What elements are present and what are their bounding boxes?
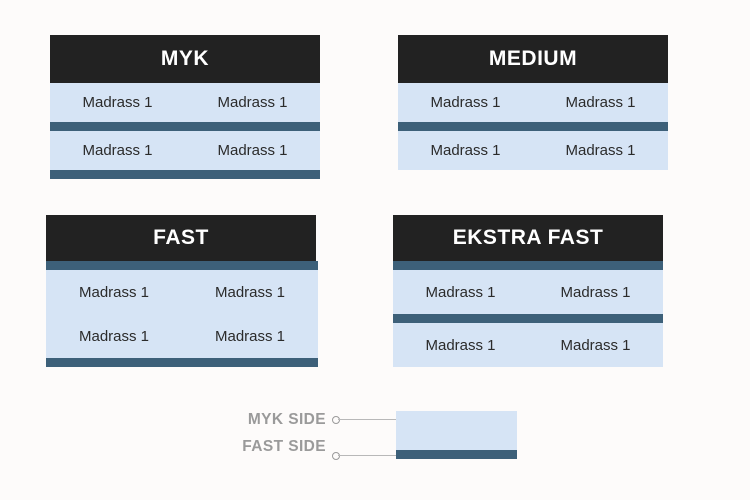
mattress-row[interactable]: Madrass 1 Madrass 1 [393, 270, 663, 314]
mattress-cell: Madrass 1 [78, 327, 150, 345]
firmness-bar-middle [398, 122, 668, 131]
mattress-row[interactable]: Madrass 1 Madrass 1 [50, 131, 320, 170]
mattress-panel-myk[interactable]: MYK Madrass 1 Madrass 1 Madrass 1 Madras… [50, 35, 320, 179]
mattress-row[interactable]: Madrass 1 Madrass 1 [393, 323, 663, 367]
mattress-cell: Madrass 1 [565, 142, 636, 159]
legend-label-myk-side: MYK SIDE [247, 411, 326, 428]
panel-header-myk: MYK [50, 35, 320, 83]
legend-connector-line-fast [338, 455, 398, 456]
legend: MYK SIDE FAST SIDE [196, 405, 526, 467]
mattress-cell: Madrass 1 [425, 283, 496, 301]
firmness-bar-top [46, 261, 318, 270]
mattress-panel-fast[interactable]: FAST Madrass 1 Madrass 1 Madrass 1 Madra… [46, 215, 318, 367]
firmness-bar-middle [393, 314, 663, 323]
mattress-row[interactable]: Madrass 1 Madrass 1 [46, 314, 318, 358]
legend-swatch [396, 411, 517, 459]
mattress-cell: Madrass 1 [425, 336, 496, 354]
firmness-bar-middle [50, 122, 320, 131]
firmness-bar-bottom [46, 358, 318, 367]
mattress-cell: Madrass 1 [214, 327, 286, 345]
legend-marker-dot-myk [332, 416, 340, 424]
mattress-panel-medium[interactable]: MEDIUM Madrass 1 Madrass 1 Madrass 1 Mad… [398, 35, 668, 170]
mattress-cell: Madrass 1 [78, 283, 150, 301]
mattress-row[interactable]: Madrass 1 Madrass 1 [398, 83, 668, 122]
firmness-bar-bottom [50, 170, 320, 179]
mattress-cell: Madrass 1 [217, 94, 288, 111]
mattress-row[interactable]: Madrass 1 Madrass 1 [398, 131, 668, 170]
mattress-cell: Madrass 1 [217, 142, 288, 159]
legend-swatch-fast-side [396, 450, 517, 459]
mattress-row[interactable]: Madrass 1 Madrass 1 [46, 270, 318, 314]
mattress-cell: Madrass 1 [560, 283, 631, 301]
mattress-cell: Madrass 1 [82, 94, 153, 111]
legend-label-fast-side: FAST SIDE [242, 438, 326, 455]
panel-header-fast: FAST [46, 215, 316, 261]
legend-swatch-myk-side [396, 411, 517, 450]
mattress-row[interactable]: Madrass 1 Madrass 1 [50, 83, 320, 122]
panel-header-medium: MEDIUM [398, 35, 668, 83]
legend-connector-line-myk [338, 419, 398, 420]
mattress-cell: Madrass 1 [430, 142, 501, 159]
mattress-panel-ekstra-fast[interactable]: EKSTRA FAST Madrass 1 Madrass 1 Madrass … [393, 215, 663, 367]
panel-header-ekstra-fast: EKSTRA FAST [393, 215, 663, 261]
mattress-cell: Madrass 1 [214, 283, 286, 301]
mattress-cell: Madrass 1 [560, 336, 631, 354]
firmness-bar-top [393, 261, 663, 270]
mattress-cell: Madrass 1 [565, 94, 636, 111]
mattress-cell: Madrass 1 [82, 142, 153, 159]
legend-marker-dot-fast [332, 452, 340, 460]
mattress-cell: Madrass 1 [430, 94, 501, 111]
